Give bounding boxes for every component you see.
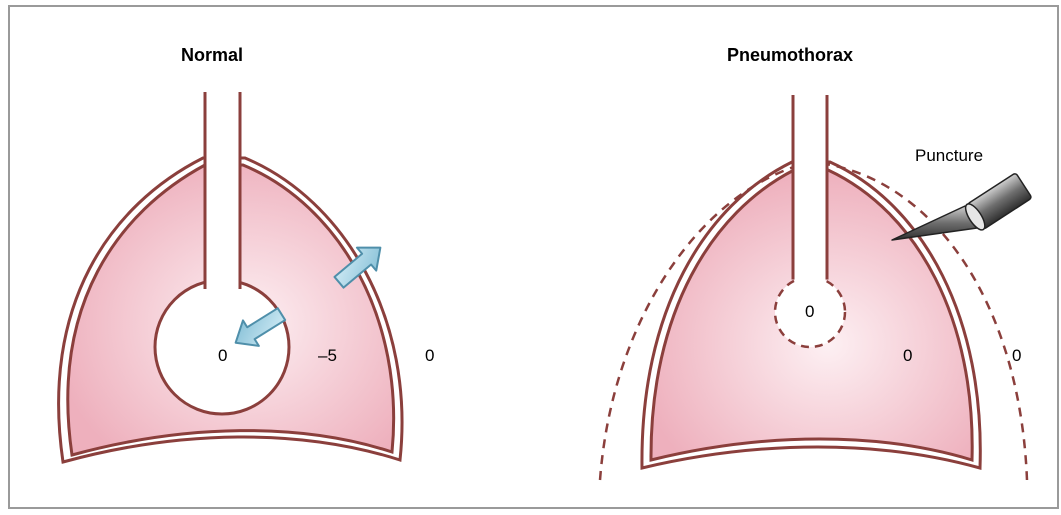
normal-title: Normal bbox=[181, 45, 243, 66]
normal-atmospheric-pressure: 0 bbox=[425, 346, 434, 366]
normal-pleural-pressure: –5 bbox=[318, 346, 337, 366]
puncture-label: Puncture bbox=[915, 146, 983, 166]
needle-icon bbox=[892, 173, 1032, 240]
normal-alveolar-pressure: 0 bbox=[218, 346, 227, 366]
pneumothorax-atmospheric-pressure: 0 bbox=[1012, 346, 1021, 366]
pneumothorax-title: Pneumothorax bbox=[727, 45, 853, 66]
pneumothorax-trachea bbox=[793, 95, 827, 278]
pneumothorax-pleural-pressure: 0 bbox=[903, 346, 912, 366]
normal-trachea bbox=[205, 92, 240, 282]
normal-lung-figure bbox=[59, 92, 402, 462]
pneumothorax-alveolar-pressure: 0 bbox=[805, 302, 814, 322]
